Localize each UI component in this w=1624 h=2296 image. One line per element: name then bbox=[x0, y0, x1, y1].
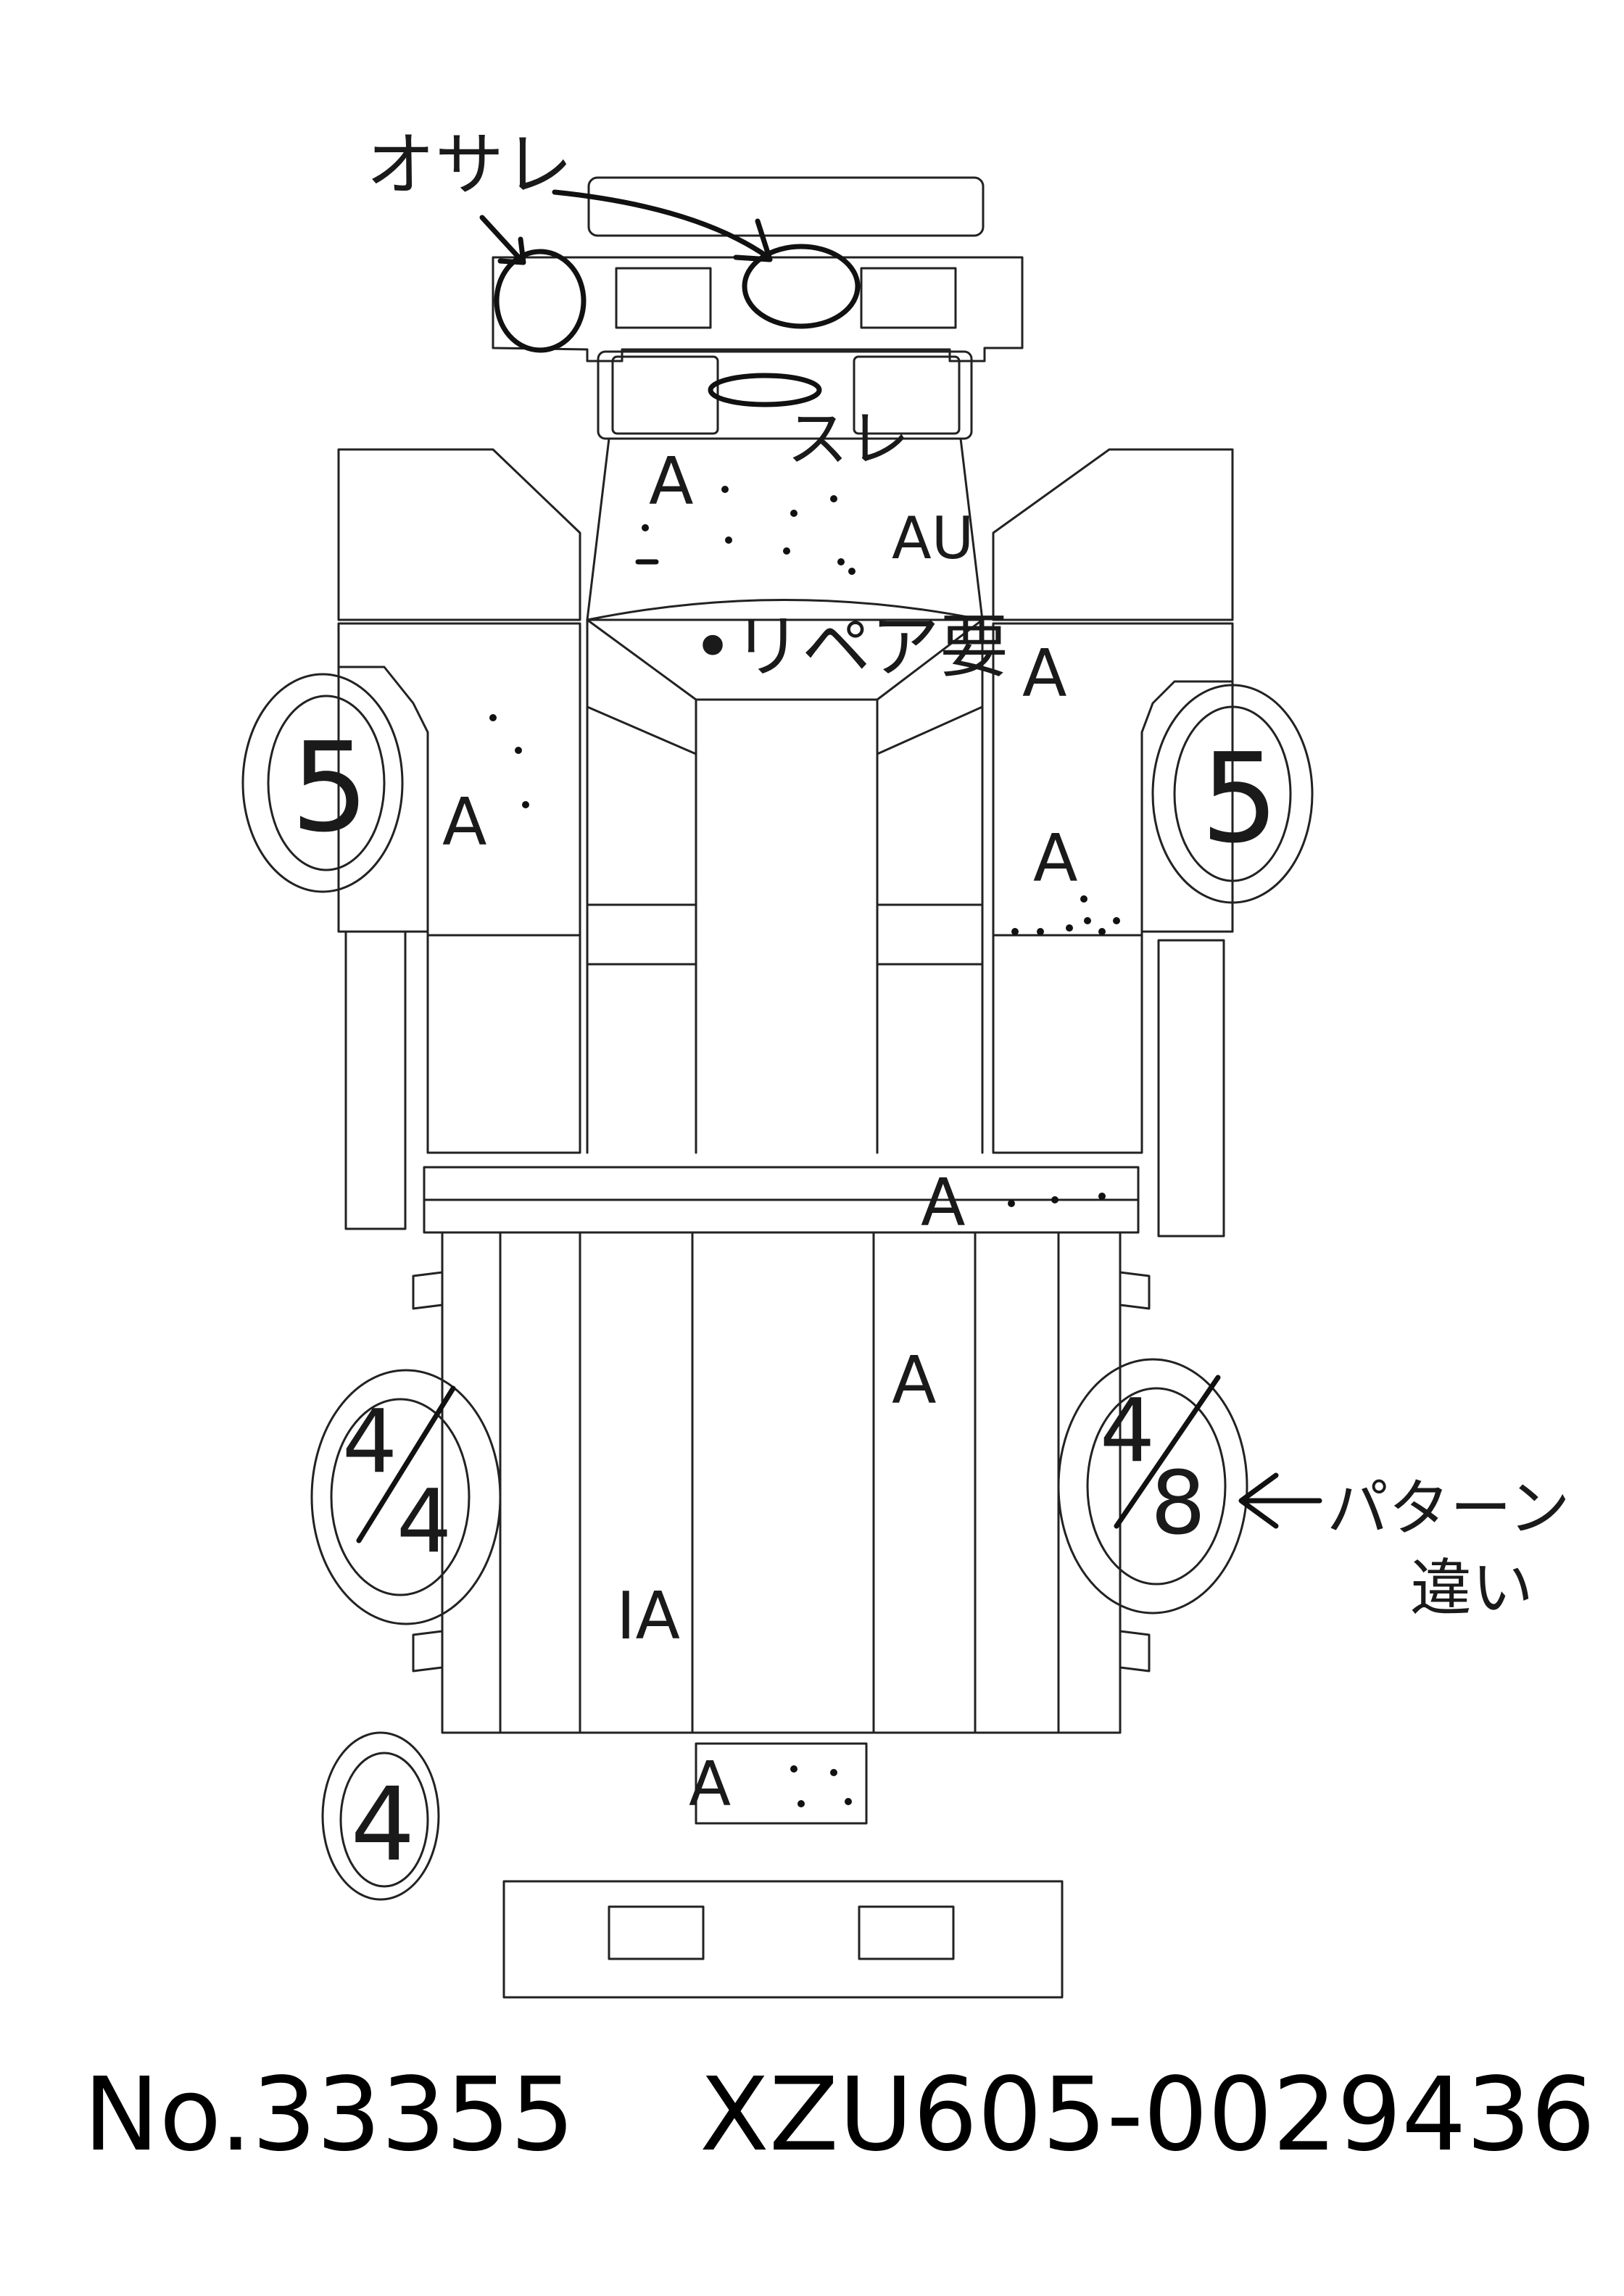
step-bar bbox=[423, 1166, 1140, 1234]
osare-label: オサレ bbox=[366, 125, 573, 205]
tire-rear-right: 4 8 bbox=[1057, 1358, 1248, 1615]
annotation-pattern: パターン 違い bbox=[1238, 1472, 1570, 1625]
annotation-repair: •リペア要 bbox=[692, 608, 1008, 687]
step-right-mark: A bbox=[921, 1165, 966, 1241]
rear-panel-mark: A bbox=[689, 1749, 731, 1820]
cargo-bed bbox=[412, 1231, 1151, 1734]
front-bumper bbox=[492, 176, 1024, 440]
tire-front-left-value: 5 bbox=[291, 716, 369, 860]
fender-right-mid-mark: A bbox=[1033, 821, 1078, 897]
annotation-hood: A AU bbox=[635, 444, 974, 575]
tire-spare: 4 bbox=[321, 1731, 440, 1901]
footer-number: No.33355 bbox=[83, 2056, 575, 2174]
tire-spare-value: 4 bbox=[350, 1766, 415, 1884]
footer-vin: XZU605-0029436 bbox=[700, 2056, 1596, 2174]
tire-rear-right-bottom: 8 bbox=[1151, 1454, 1206, 1554]
right-door bbox=[992, 448, 1234, 1238]
annotation-fenders: A A A bbox=[442, 636, 1120, 935]
rear-bumper bbox=[502, 1880, 1064, 1999]
pattern-label: パターン bbox=[1327, 1473, 1570, 1545]
annotation-bed: A IA bbox=[616, 1343, 937, 1654]
hood-mark: A bbox=[649, 444, 694, 520]
tire-rear-left-bottom: 4 bbox=[397, 1472, 452, 1572]
tire-front-left: 5 bbox=[241, 673, 404, 893]
tire-front-right-value: 5 bbox=[1201, 727, 1279, 871]
bed-center-mark: A bbox=[892, 1343, 937, 1419]
au-mark: AU bbox=[892, 505, 974, 572]
annotation-sure: スレ bbox=[708, 373, 910, 476]
tire-front-right: 5 bbox=[1151, 684, 1314, 904]
repair-label: •リペア要 bbox=[692, 608, 1008, 687]
annotation-rear-panel: A bbox=[689, 1749, 852, 1820]
cab bbox=[586, 437, 984, 1154]
tire-rear-right-top: 4 bbox=[1100, 1381, 1155, 1482]
annotation-step: A bbox=[921, 1165, 1106, 1241]
chigai-label: 違い bbox=[1410, 1553, 1533, 1625]
annotation-osare: オサレ bbox=[366, 125, 861, 353]
fender-left-mark: A bbox=[442, 784, 487, 861]
fender-right-top-mark: A bbox=[1022, 636, 1067, 712]
left-door bbox=[337, 448, 581, 1230]
sure-label: スレ bbox=[787, 404, 910, 476]
tire-rear-left: 4 4 bbox=[310, 1369, 502, 1625]
tire-rear-left-top: 4 bbox=[342, 1392, 397, 1493]
rear-panel bbox=[695, 1742, 868, 1825]
bed-left-mark: IA bbox=[616, 1578, 680, 1654]
